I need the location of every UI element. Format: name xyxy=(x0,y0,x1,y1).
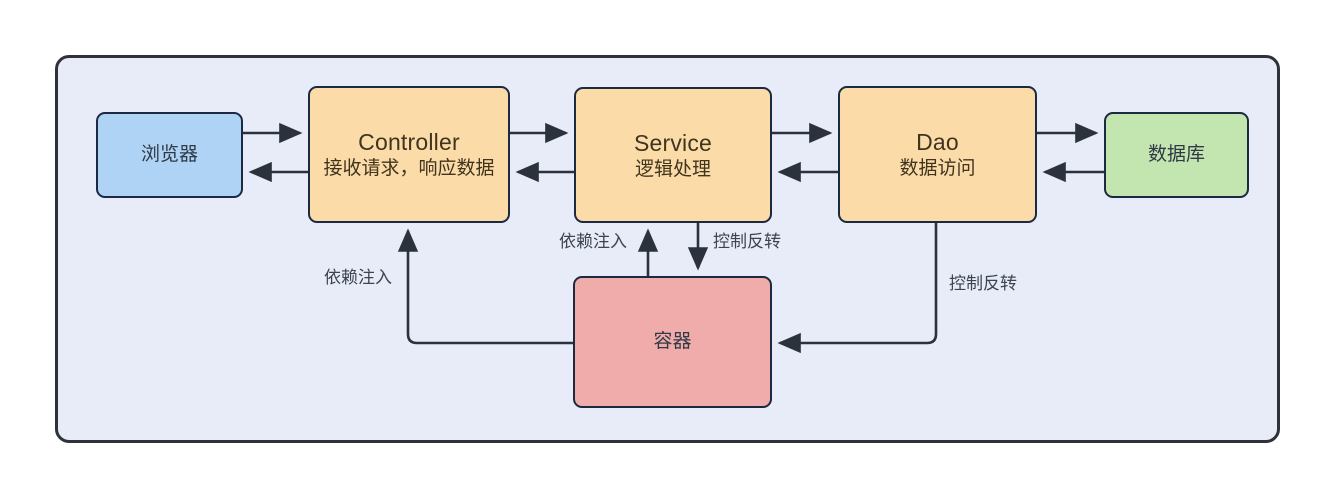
node-service-subtitle: 逻辑处理 xyxy=(634,158,711,180)
node-database-title: 数据库 xyxy=(1147,144,1205,166)
node-browser[interactable]: 浏览器 xyxy=(96,112,243,198)
node-controller[interactable]: Controller 接收请求，响应数据 xyxy=(308,86,510,223)
node-container[interactable]: 容器 xyxy=(573,276,772,408)
edge-label-dependency-injection-left: 依赖注入 xyxy=(324,268,392,287)
edge-label-inversion-of-control-mid: 控制反转 xyxy=(713,232,781,251)
node-container-title: 容器 xyxy=(653,331,692,353)
edge-label-dependency-injection-mid: 依赖注入 xyxy=(559,232,627,251)
node-dao[interactable]: Dao 数据访问 xyxy=(838,86,1037,223)
node-browser-title: 浏览器 xyxy=(140,144,198,166)
node-database[interactable]: 数据库 xyxy=(1104,112,1249,198)
node-controller-subtitle: 接收请求，响应数据 xyxy=(323,158,495,179)
node-dao-title: Dao xyxy=(916,129,959,156)
node-dao-subtitle: 数据访问 xyxy=(899,158,976,179)
edge-label-inversion-of-control-right: 控制反转 xyxy=(949,274,1017,293)
node-service[interactable]: Service 逻辑处理 xyxy=(574,87,772,223)
node-controller-title: Controller xyxy=(358,129,460,156)
node-service-title: Service xyxy=(633,129,713,156)
